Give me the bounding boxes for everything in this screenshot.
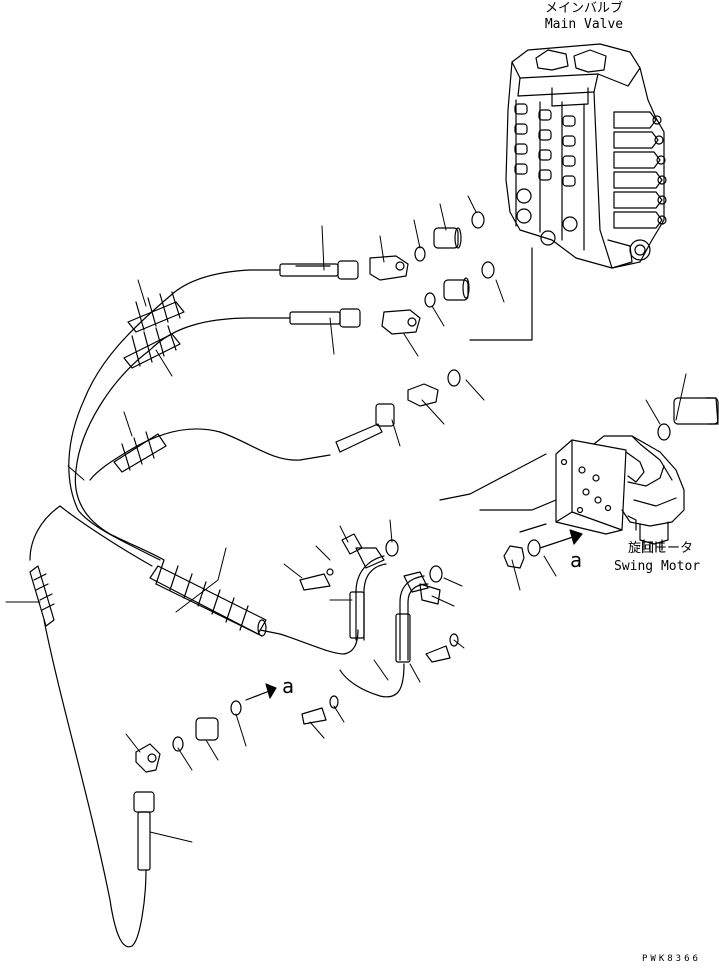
spiral-guard-5 (30, 566, 54, 626)
main-valve-label-en: Main Valve (544, 17, 624, 32)
spiral-guard-1 (128, 292, 184, 332)
section-a-label-right: a (570, 548, 583, 572)
swing-motor-icon (556, 436, 684, 552)
section-a-label-left: a (282, 674, 295, 698)
drawing-code: PWK8366 (642, 954, 701, 964)
spiral-guard-4 (150, 560, 266, 636)
spiral-guard-2 (124, 326, 180, 368)
main-valve-label-jp: メインバルブ (544, 1, 623, 16)
swing-motor-label-en: Swing Motor (614, 559, 701, 574)
main-valve-icon (506, 44, 666, 268)
swing-motor-label-jp: 旋回モータ (628, 541, 694, 556)
spiral-guard-3 (114, 432, 166, 472)
